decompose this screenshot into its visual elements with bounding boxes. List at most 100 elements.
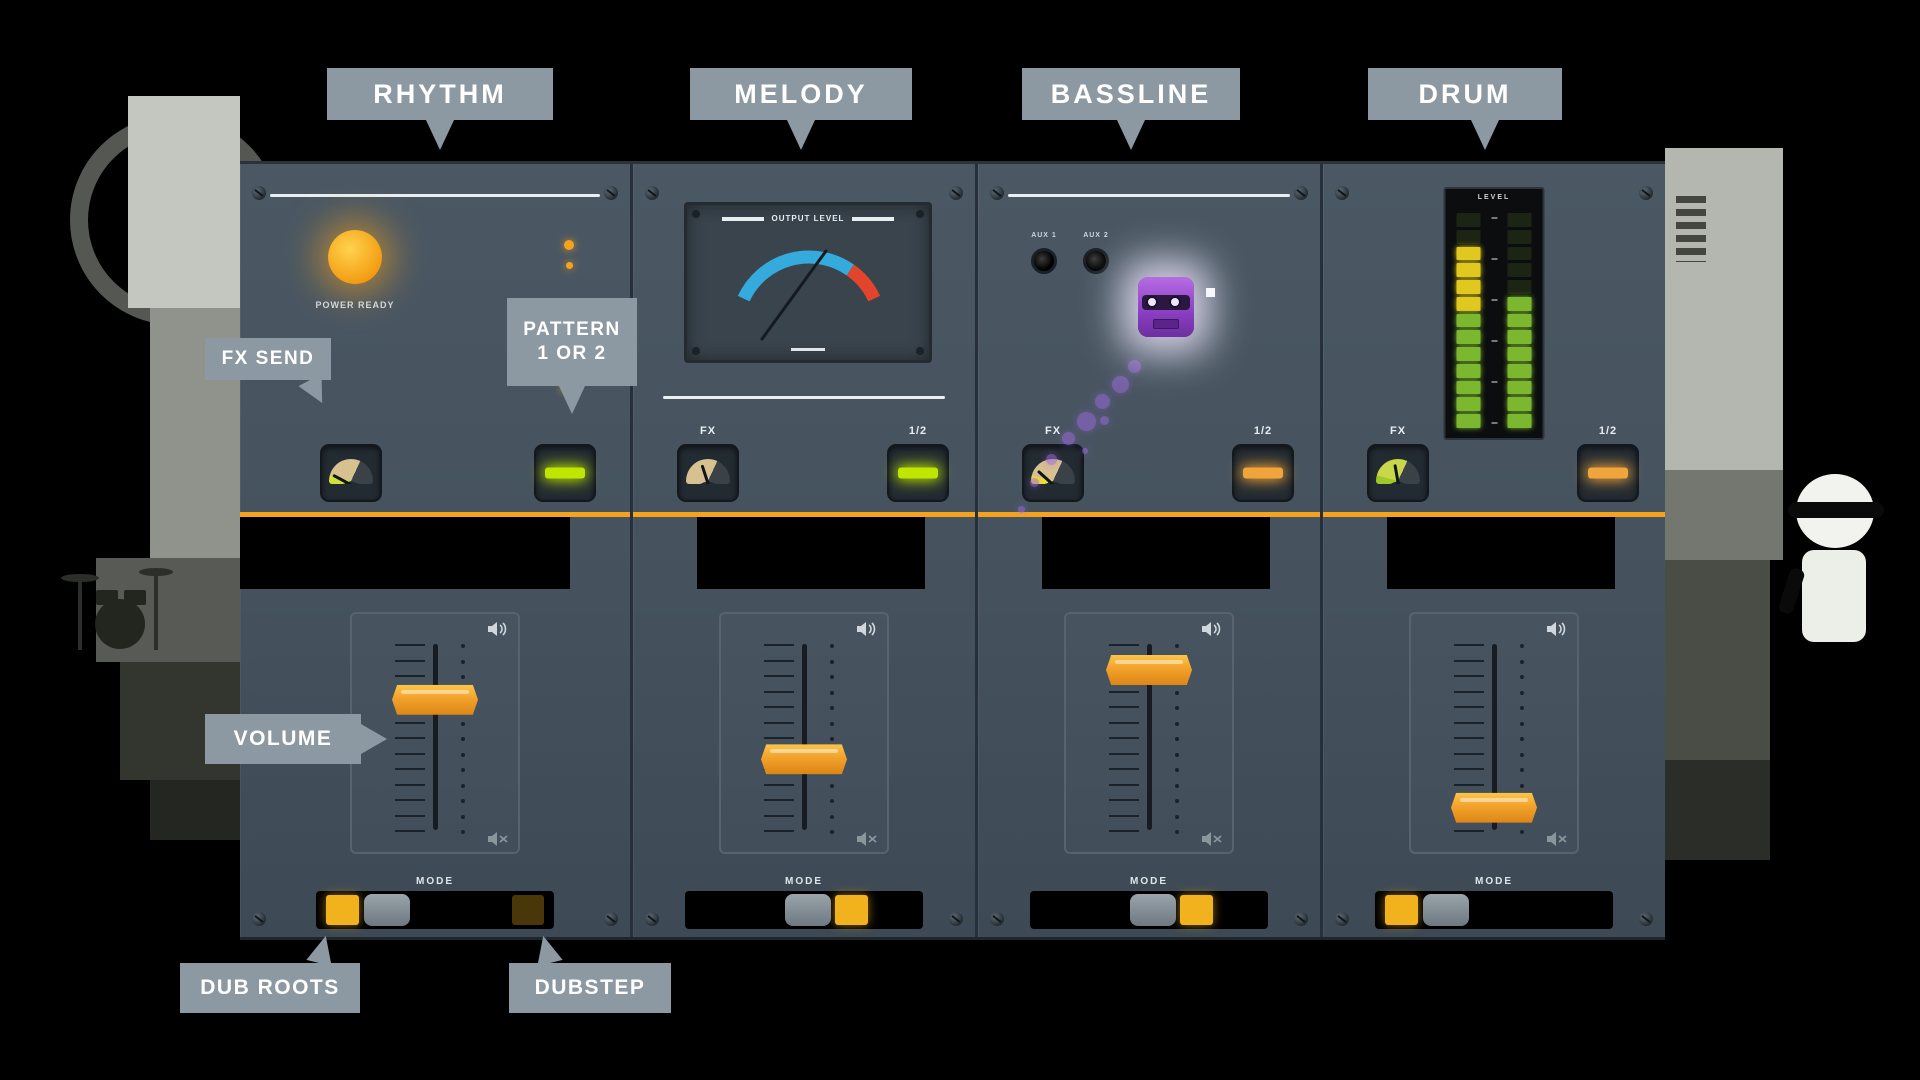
mode-inactive-cell[interactable] [512, 895, 544, 925]
fader-tick [1109, 752, 1139, 755]
player-character[interactable] [1138, 277, 1194, 337]
sunglasses [1788, 502, 1884, 518]
cable-bay [1387, 517, 1615, 589]
pattern-switch[interactable]: 1/2 [887, 425, 949, 502]
fader-dot [1175, 752, 1179, 757]
fader-dot [1520, 644, 1524, 648]
mode-switch[interactable] [685, 891, 923, 929]
fader-handle[interactable] [761, 744, 847, 775]
vu-meter: OUTPUT LEVEL [684, 202, 932, 363]
fader-tick [395, 675, 425, 677]
fader-dot [461, 721, 465, 726]
fx-send-knob[interactable]: FX [677, 425, 739, 502]
fader-handle[interactable] [1451, 792, 1537, 823]
meter-segment-off [1507, 280, 1532, 294]
speaker-mute-icon[interactable] [486, 830, 510, 848]
callout-text: DUB ROOTS [200, 976, 340, 999]
mode-handle[interactable] [785, 894, 831, 926]
volume-fader[interactable] [1409, 612, 1579, 854]
mode-switch[interactable] [1375, 891, 1613, 929]
meter-segment-green [1507, 414, 1532, 428]
level-meter-left-column [1456, 213, 1481, 428]
fader-tick [1109, 706, 1139, 708]
aux-jack-2[interactable] [1083, 248, 1109, 274]
fx-label: FX [699, 425, 717, 437]
meter-segment-yellow [1456, 263, 1481, 278]
callout-bassline: BASSLINE [1022, 68, 1240, 150]
fader-dot [461, 675, 465, 679]
speaker-mute-icon[interactable] [855, 830, 879, 848]
speaker-loud-icon[interactable] [1545, 620, 1569, 638]
fader-dot [1175, 706, 1179, 710]
meter-segment-off [1507, 263, 1532, 278]
mode-handle[interactable] [1130, 894, 1176, 926]
mode-active-cell[interactable] [326, 895, 359, 925]
fx-send-knob[interactable]: FX [1022, 425, 1084, 502]
fader-track[interactable] [1491, 644, 1497, 830]
speaker-mute-icon[interactable] [1545, 830, 1569, 848]
fader-tick [395, 737, 425, 739]
fader-tick [764, 675, 794, 677]
fader-tick [764, 690, 794, 693]
fader-handle[interactable] [1106, 655, 1192, 686]
speaker-mute-icon[interactable] [1200, 830, 1224, 848]
indicator-dot [566, 262, 573, 269]
meter-segment-off [1456, 213, 1481, 227]
mode-switch[interactable] [1030, 891, 1268, 929]
scenery-block [1665, 470, 1783, 560]
bubble [1018, 506, 1025, 513]
fader-track[interactable] [801, 644, 807, 830]
mode-label: MODE [785, 876, 823, 887]
fader-tick [1454, 675, 1484, 677]
aux-jack-label: AUX 1 [1031, 232, 1057, 239]
volume-fader[interactable] [1064, 612, 1234, 854]
drum-kit-silhouette [61, 568, 173, 650]
vu-meter-dial [737, 249, 881, 341]
screw-icon [692, 347, 700, 355]
pattern-switch[interactable]: 1/2 [534, 444, 596, 502]
fader-dot [830, 644, 834, 648]
mode-active-cell[interactable] [835, 895, 868, 925]
fader-handle[interactable] [392, 684, 478, 715]
panel-line [270, 194, 600, 197]
speaker-loud-icon[interactable] [855, 620, 879, 638]
fader-dot [461, 737, 465, 741]
callout-text: PATTERN [523, 319, 621, 341]
knob-needle [1392, 464, 1400, 484]
mode-label: MODE [1475, 876, 1513, 887]
bubble [1128, 360, 1141, 373]
accent-line [240, 512, 630, 517]
fx-send-knob[interactable]: FX [320, 444, 382, 502]
meter-segment-green [1507, 380, 1532, 395]
meter-segment-green [1507, 313, 1532, 328]
mode-active-cell[interactable] [1385, 895, 1418, 925]
fader-track[interactable] [1146, 644, 1152, 830]
mode-handle[interactable] [364, 894, 410, 926]
volume-fader[interactable] [719, 612, 889, 854]
callout-text: BASSLINE [1050, 78, 1212, 109]
fader-dot [1175, 799, 1179, 803]
fx-send-knob[interactable]: FX [1367, 425, 1429, 502]
fader-dot [1520, 675, 1524, 679]
vu-baseline [791, 348, 825, 351]
fader-track[interactable] [432, 644, 438, 830]
speaker-loud-icon[interactable] [1200, 620, 1224, 638]
speaker-loud-icon[interactable] [486, 620, 510, 638]
fader-tick [395, 799, 425, 801]
callout-drum: DRUM [1368, 68, 1562, 150]
aux-jack-1[interactable] [1031, 248, 1057, 274]
pattern-switch[interactable]: 1/2 [1577, 425, 1639, 502]
pattern-switch[interactable]: 1/2 [1232, 425, 1294, 502]
screw-icon [990, 912, 1004, 926]
mode-active-cell[interactable] [1180, 895, 1213, 925]
vu-needle [760, 249, 828, 341]
meter-segment-off [1507, 213, 1532, 227]
callout-text: DRUM [1418, 78, 1512, 109]
mode-handle[interactable] [1423, 894, 1469, 926]
screw-icon [252, 912, 266, 926]
channel-melody: OUTPUT LEVEL FX 1/2 [630, 164, 975, 937]
mode-switch[interactable] [316, 891, 554, 929]
fader-tick [395, 768, 425, 770]
accent-line [1323, 512, 1665, 517]
callout-text: MELODY [734, 78, 868, 109]
